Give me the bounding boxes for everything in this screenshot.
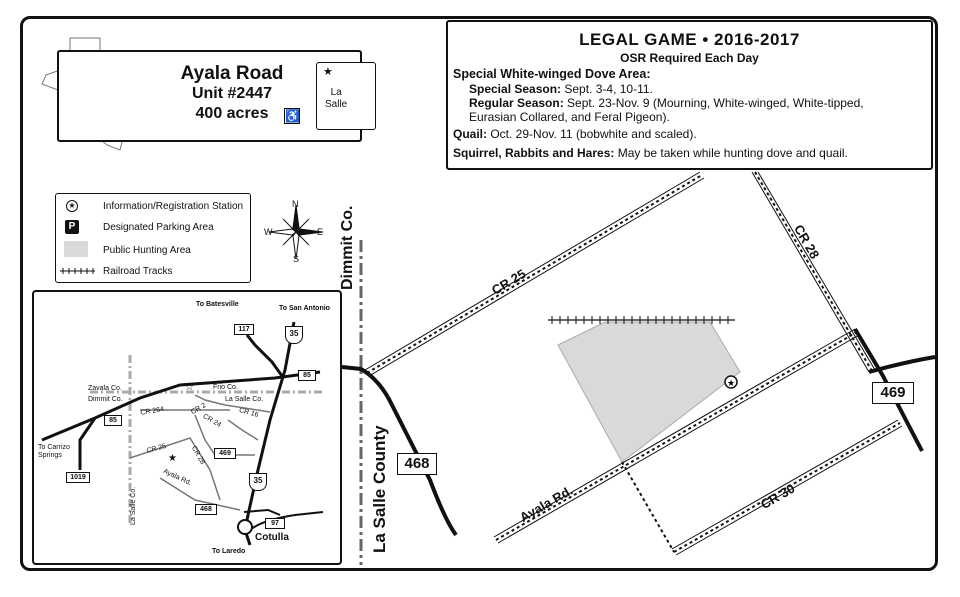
hwy468-shield: 468 — [397, 453, 437, 475]
inset-to-san-antonio: To San Antonio — [279, 305, 330, 312]
map-frame — [20, 16, 938, 571]
inset-la-salle-co-h: La Salle Co. — [225, 396, 264, 403]
regular-season-value-cont: Eurasian Collared, and Feral Pigeon). — [469, 110, 670, 124]
la-salle-county-label: La Salle County — [370, 425, 389, 553]
squirrel-line: Squirrel, Rabbits and Hares: May be take… — [453, 146, 848, 160]
inset-hwy1019-shield: 1019 — [66, 472, 90, 483]
regular-season-value: Sept. 23-Nov. 9 (Mourning, White-winged,… — [563, 96, 864, 110]
inset-frio-co: Frio Co. — [213, 384, 238, 391]
cr25-road — [364, 171, 705, 377]
ayala-road — [493, 328, 860, 544]
special-season-value: Sept. 3-4, 10-11. — [561, 82, 653, 96]
inset-hwy85-right-shield: 85 — [298, 370, 316, 381]
quail-label: Quail: — [453, 127, 488, 141]
accessibility-icon: ♿ — [284, 108, 300, 124]
inset-dimmit-co: Dimmit Co. — [88, 396, 123, 403]
parking-icon: P — [65, 220, 79, 234]
county-inset-box: ★ La Salle — [316, 62, 376, 130]
legend-info-station: Information/Registration Station — [103, 201, 244, 212]
inset-zavala-co: Zavala Co. — [88, 385, 122, 392]
hwy469-shield: 469 — [872, 382, 914, 404]
inset-i35-top-shield: 35 — [285, 326, 303, 344]
inset-hwy469-shield: 469 — [214, 448, 236, 459]
inset-to-batesville: To Batesville — [196, 301, 239, 308]
squirrel-value: May be taken while hunting dove and quai… — [614, 146, 848, 160]
legal-section-heading: Special White-winged Dove Area: — [453, 67, 651, 81]
svg-text:★: ★ — [727, 379, 735, 389]
road-name: Ayala Road — [180, 63, 284, 84]
inset-hwy85-left-shield: 85 — [104, 415, 122, 426]
inset-map-graphics — [41, 321, 325, 546]
title-box — [57, 50, 362, 142]
inset-unit-star-icon: ★ — [168, 453, 177, 464]
legal-subtitle: OSR Required Each Day — [620, 51, 759, 65]
acreage: 400 acres — [195, 105, 269, 122]
info-station-icon: ★ — [66, 200, 78, 212]
unit-number: Unit #2447 — [191, 85, 273, 102]
info-station-marker — [724, 375, 738, 389]
public-hunting-area — [557, 321, 741, 463]
regular-season-line: Regular Season: Sept. 23-Nov. 9 (Mournin… — [469, 96, 864, 110]
legend-parking: Designated Parking Area — [103, 222, 214, 233]
county-name: La Salle — [325, 87, 348, 110]
inset-to-carrizo: To Carrizo Springs — [38, 444, 70, 459]
regular-season-label: Regular Season: — [469, 96, 564, 110]
inset-hwy468-shield: 468 — [195, 504, 217, 515]
inset-cotulla: Cotulla — [255, 532, 289, 543]
inset-map-box — [32, 290, 342, 565]
legend-public-hunting: Public Hunting Area — [103, 245, 191, 256]
quail-value: Oct. 29-Nov. 11 (bobwhite and scaled). — [487, 127, 697, 141]
compass-n: N — [292, 199, 299, 209]
hwy468-road — [341, 365, 458, 537]
legend-railroad: Railroad Tracks — [103, 266, 173, 277]
inset-hwy117-shield: 117 — [234, 324, 254, 335]
compass-e: E — [317, 227, 324, 237]
cr30-road — [671, 419, 903, 556]
hwy469-road — [853, 327, 924, 452]
legal-title: LEGAL GAME • 2016-2017 — [579, 30, 800, 49]
quail-line: Quail: Oct. 29-Nov. 11 (bobwhite and sca… — [453, 127, 697, 141]
special-season-line: Special Season: Sept. 3-4, 10-11. — [469, 82, 653, 96]
special-season-label: Special Season: — [469, 82, 562, 96]
inset-hwy97-shield: 97 — [265, 518, 285, 529]
compass-w: W — [264, 227, 273, 237]
inset-info-star-icon: ☆ — [185, 382, 194, 393]
inset-to-laredo: To Laredo — [212, 548, 246, 555]
county-star-icon: ★ — [323, 66, 333, 78]
inset-la-salle-co-v: La Salle Co. — [130, 486, 137, 525]
public-hunting-swatch — [64, 241, 88, 257]
inset-i35-bottom-shield: 35 — [249, 473, 267, 491]
compass-s: S — [293, 254, 300, 264]
squirrel-label: Squirrel, Rabbits and Hares: — [453, 146, 615, 160]
legend-box — [55, 193, 251, 283]
compass-rose — [268, 204, 324, 260]
dimmit-co-label: Dimmit Co. — [339, 205, 356, 290]
unit-title: Ayala Road Unit #2447 400 acres — [176, 64, 288, 124]
legal-game-box — [446, 20, 933, 170]
